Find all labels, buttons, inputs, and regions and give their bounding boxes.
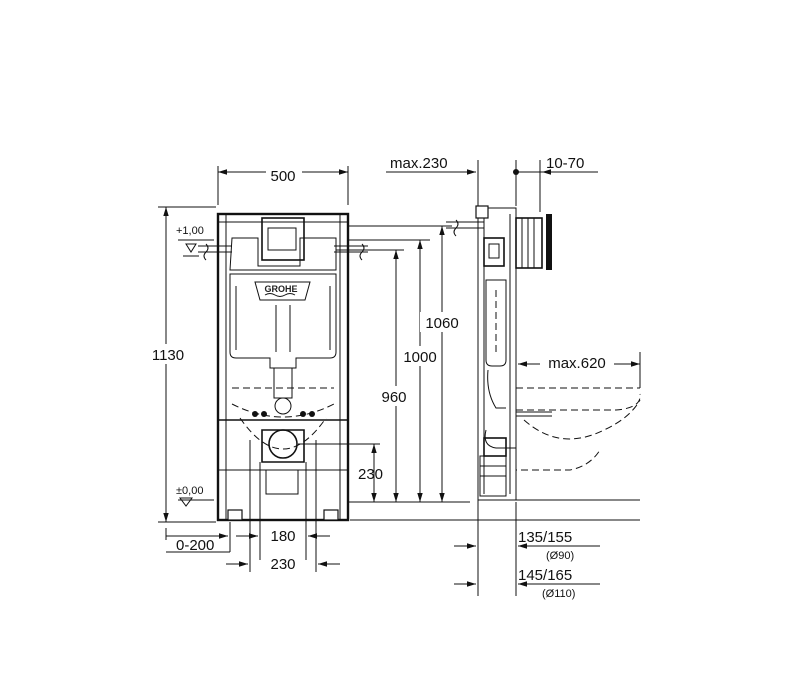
- pipe90-offset-label: 135/155: [518, 529, 572, 546]
- projection-max620-label: max.620: [548, 355, 606, 372]
- height-960-label: 960: [381, 389, 406, 406]
- brand-logo: GROHE: [254, 281, 311, 301]
- level-top-label: +1,00: [176, 225, 204, 237]
- side-dimensions: max.230 10-70 max.620 135/155 (Ø90) 145/…: [386, 155, 641, 600]
- height-1000-label: 1000: [403, 349, 436, 366]
- flush-plate: [261, 217, 305, 261]
- flush-pipe: [261, 367, 305, 495]
- side-view: [350, 160, 641, 596]
- adjust-range-label: 0-200: [176, 537, 214, 554]
- spacing-230-label: 230: [270, 556, 295, 573]
- cistern-profile: [483, 237, 507, 367]
- flush-plate-profile: [515, 214, 552, 270]
- spacing-180-label: 180: [270, 528, 295, 545]
- side-pipework: [479, 369, 516, 497]
- wall-adjust-label: 10-70: [546, 155, 584, 172]
- side-inlet: [446, 219, 484, 237]
- height-1130-label: 1130: [152, 347, 184, 364]
- width-500-label: 500: [270, 168, 295, 185]
- height-1060-label: 1060: [425, 315, 458, 332]
- pan-outline: [231, 387, 335, 450]
- water-inlets: [198, 243, 368, 261]
- pipe90-diameter-label: (Ø90): [546, 550, 574, 562]
- brand-logo-text: GROHE: [264, 284, 297, 294]
- front-dimensions: 500 1130 +1,00 ±0,00 0-200 180 230: [144, 164, 470, 573]
- front-view: GROHE: [198, 212, 368, 522]
- outlet-height-230-label: 230: [358, 466, 383, 483]
- pan-profile: [515, 387, 641, 471]
- cistern: [229, 237, 337, 369]
- depth-max230-label: max.230: [390, 155, 448, 172]
- pipe110-offset-label: 145/165: [518, 567, 572, 584]
- pipe110-diameter-label: (Ø110): [542, 588, 575, 600]
- level-zero-label: ±0,00: [176, 485, 203, 497]
